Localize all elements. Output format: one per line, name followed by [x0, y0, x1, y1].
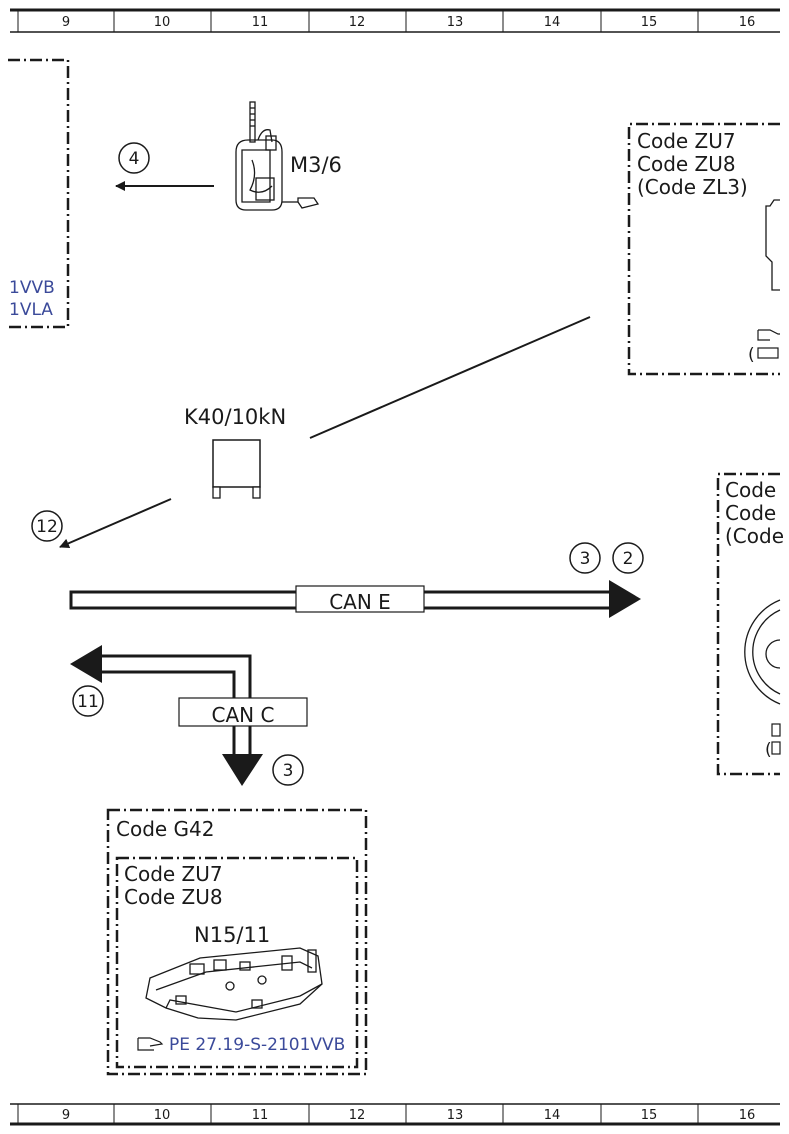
ruler-bottom-col-11: 11 [252, 1108, 269, 1123]
component-partial-outline [765, 199, 780, 291]
zu-code-1: Code ZU7 [124, 862, 223, 886]
top-right-code-3: (Code ZL3) [637, 175, 748, 199]
mid-right-code-3: (Code [725, 524, 784, 548]
ruler-bottom-col-12: 12 [349, 1108, 366, 1123]
ruler-col-15: 15 [641, 15, 658, 30]
code-zu-box [115, 856, 359, 1069]
left-box-ref-2[interactable]: 1VLA [9, 300, 53, 320]
marker-2[interactable]: 2 [612, 542, 644, 574]
top-ruler: 9 10 11 12 13 14 15 16 [10, 8, 780, 33]
reference-hand-icon[interactable] [771, 723, 781, 755]
ruler-bottom-col-14: 14 [544, 1108, 561, 1123]
ruler-col-16: 16 [739, 15, 756, 30]
top-right-ref-open: ( [748, 345, 755, 365]
fuel-pump-icon [235, 101, 320, 211]
ruler-bottom-col-13: 13 [447, 1108, 464, 1123]
m3-6-component: M3/6 [235, 101, 342, 211]
top-right-code-1: Code ZU7 [637, 129, 736, 153]
k40-label: K40/10kN [184, 405, 286, 429]
can-e-label: CAN E [329, 590, 391, 614]
mid-right-code-2: Code [725, 501, 776, 525]
component-partial-circle-icon [744, 599, 781, 705]
can-c-bus: CAN C [70, 645, 308, 786]
code-g42-box: Code G42 Code ZU7 Code ZU8 N15/11 PE 27.… [106, 808, 368, 1076]
ruler-col-10: 10 [154, 15, 171, 30]
mid-right-code-1: Code [725, 478, 776, 502]
marker-3-can-c[interactable]: 3 [272, 754, 304, 786]
left-option-box: 1VVB 1VLA [8, 58, 70, 329]
left-box-ref-1[interactable]: 1VVB [9, 278, 55, 298]
ruler-col-11: 11 [252, 15, 269, 30]
ruler-bottom-col-16: 16 [739, 1108, 756, 1123]
signal-line-12 [59, 498, 172, 549]
reference-hand-icon[interactable] [757, 329, 780, 359]
control-unit-icon [145, 947, 323, 1021]
k40-relay: K40/10kN [184, 405, 286, 499]
svg-text:4: 4 [129, 149, 140, 169]
marker-12[interactable]: 12 [31, 510, 63, 542]
reference-hand-icon[interactable] [137, 1037, 164, 1051]
top-right-code-2: Code ZU8 [637, 152, 736, 176]
zu-code-2: Code ZU8 [124, 885, 223, 909]
marker-4[interactable]: 4 [118, 142, 150, 174]
ruler-bottom-col-10: 10 [154, 1108, 171, 1123]
wire-k40-top-right [309, 316, 591, 439]
ruler-col-14: 14 [544, 15, 561, 30]
can-c-label: CAN C [212, 703, 275, 727]
relay-icon [212, 439, 261, 488]
top-right-option-box: Code ZU7 Code ZU8 (Code ZL3) ( [627, 122, 780, 376]
mid-right-ref-open: ( [765, 740, 772, 760]
marker-3-can-e[interactable]: 3 [569, 542, 601, 574]
ruler-bottom-col-15: 15 [641, 1108, 658, 1123]
svg-text:2: 2 [623, 549, 634, 569]
ruler-col-12: 12 [349, 15, 366, 30]
svg-text:11: 11 [77, 692, 99, 712]
g42-title: Code G42 [116, 817, 215, 841]
ruler-col-13: 13 [447, 15, 464, 30]
bottom-ruler: 9 10 11 12 13 14 15 16 [10, 1103, 780, 1126]
svg-text:3: 3 [580, 549, 591, 569]
m3-6-label: M3/6 [290, 153, 342, 177]
ruler-bottom-col-9: 9 [62, 1108, 70, 1123]
zu-ref-link[interactable]: PE 27.19-S-2101VVB [169, 1035, 345, 1055]
marker-11[interactable]: 11 [72, 685, 104, 717]
mid-right-option-box: Code Code (Code ( [716, 472, 784, 776]
ruler-col-9: 9 [62, 15, 70, 30]
svg-text:3: 3 [283, 761, 294, 781]
n15-11-label: N15/11 [194, 923, 270, 947]
can-e-bus: CAN E [69, 580, 641, 618]
svg-text:12: 12 [36, 517, 58, 537]
